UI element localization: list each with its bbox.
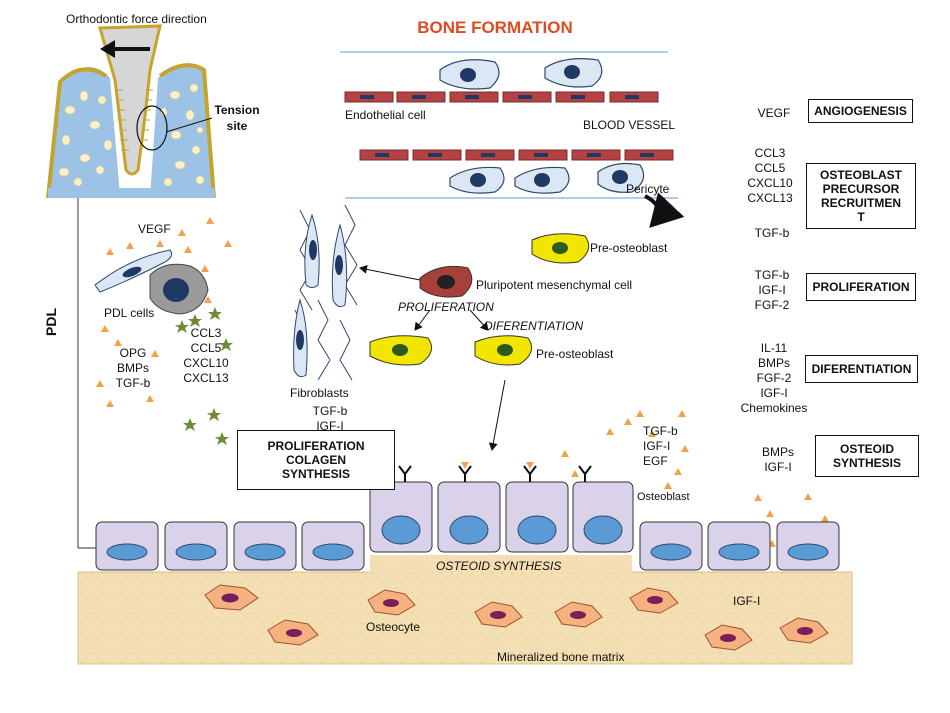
proliferation-box: PROLIFERATION <box>806 273 916 301</box>
page-title: BONE FORMATION <box>417 18 573 37</box>
igf-bottom-label: IGF-I <box>733 594 761 608</box>
force-direction-label: Orthodontic force direction <box>66 12 207 26</box>
osteoid-synthesis-label: OSTEOID SYNTHESIS <box>436 559 562 573</box>
angiogenesis-factors: VEGF <box>757 106 791 120</box>
receptors <box>398 465 592 482</box>
tooth-illustration <box>46 24 216 199</box>
diferentiation-box: DIFERENTIATION <box>805 355 918 383</box>
endothelial-label: Endothelial cell <box>345 108 426 122</box>
endothelial-cells-bottom <box>359 149 674 161</box>
chemokine-stars <box>175 307 233 445</box>
vegf-left-label: VEGF <box>138 222 171 236</box>
osteoblast-label: Osteoblast <box>637 491 690 503</box>
blood-vessel-label: BLOOD VESSEL <box>583 118 676 132</box>
osteocyte-label: Osteocyte <box>366 620 421 634</box>
pdl-cells-label: PDL cells <box>104 306 155 320</box>
pluripotent-label: Pluripotent mesenchymal cell <box>476 278 633 292</box>
mineralized-bone-matrix <box>77 571 853 665</box>
diferentiation-label: DIFERENTIATION <box>484 319 584 333</box>
tgf-factor: TGF-b <box>754 226 790 240</box>
pericyte-label: Pericyte <box>626 182 670 196</box>
fibroblasts-label: Fibroblasts <box>290 386 349 400</box>
osteocytes <box>204 584 829 651</box>
matrix-label: Mineralized bone matrix <box>497 650 625 664</box>
osteoid-layer <box>370 555 632 575</box>
pdl-label: PDL <box>43 308 59 336</box>
tension-site-label: Tension site <box>214 103 260 133</box>
angiogenesis-box: ANGIOGENESIS <box>808 99 913 123</box>
endothelial-cells-top <box>344 91 659 103</box>
pre-osteoblast-label: Pre-osteoblast <box>590 241 668 255</box>
pre-osteoblast-label-2: Pre-osteoblast <box>536 347 614 361</box>
bone-lining-cells <box>95 521 840 571</box>
fibroblasts <box>293 204 358 381</box>
proliferation-label: PROLIFERATION <box>398 300 494 314</box>
